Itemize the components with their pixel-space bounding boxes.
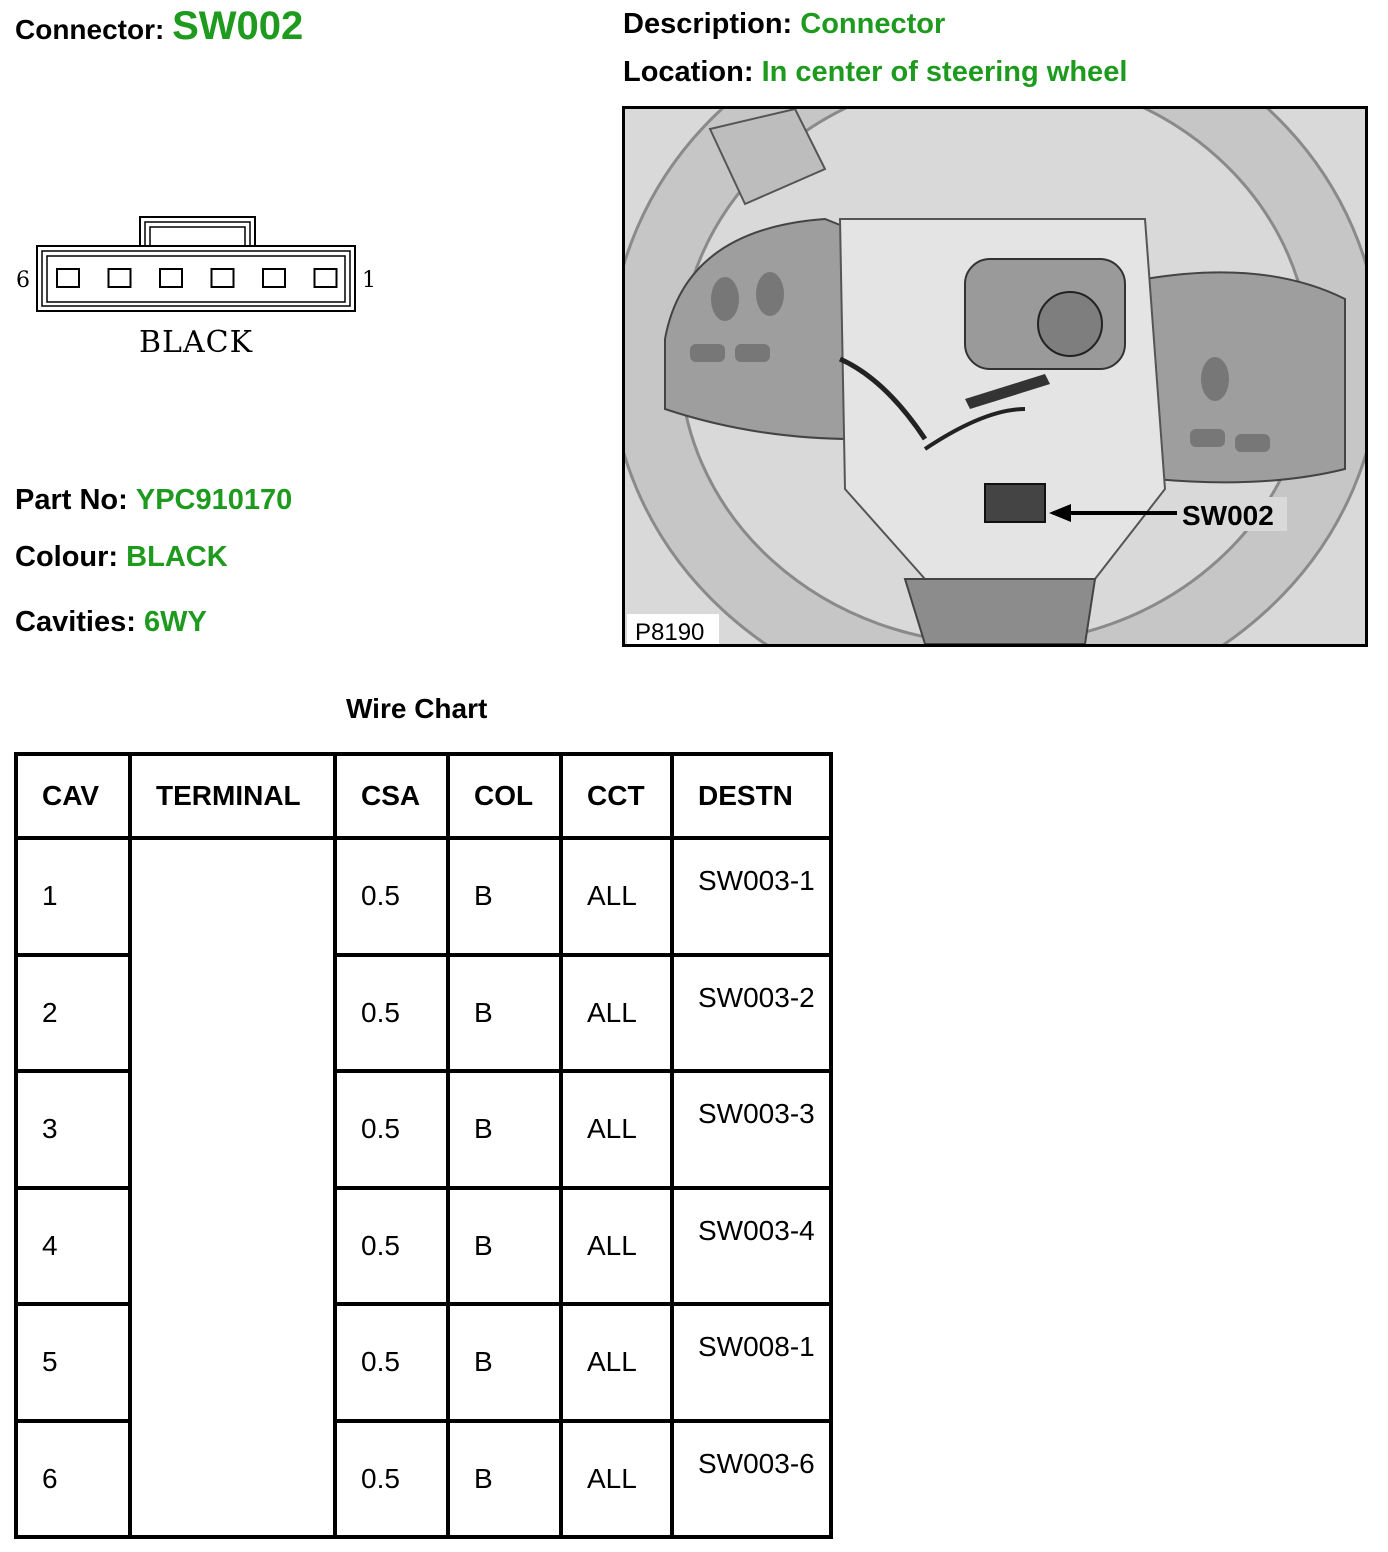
photo-reference-label: P8190 (635, 619, 704, 644)
cell-cct: ALL (559, 1302, 674, 1423)
wire-chart-title: Wire Chart (346, 693, 488, 724)
cell-col: B (446, 1185, 563, 1306)
header-csa: CSA (333, 752, 450, 840)
table-header-row: CAV TERMINAL CSA COL CCT DESTN (14, 752, 833, 840)
location-label: Location: (623, 56, 754, 88)
cavity-2 (262, 268, 286, 288)
cavity-row (56, 268, 338, 288)
cell-csa: 0.5 (333, 952, 450, 1073)
cell-csa: 0.5 (333, 1185, 450, 1306)
cell-cav: 3 (14, 1069, 132, 1190)
cell-cct: ALL (559, 836, 674, 957)
cavities-label: Cavities: (15, 606, 136, 638)
colour-field: Colour: BLACK (15, 541, 228, 574)
cell-col: B (446, 1069, 563, 1190)
location-value: In center of steering wheel (761, 56, 1128, 88)
cavities-value: 6WY (143, 606, 207, 638)
cell-col: B (446, 1418, 563, 1539)
description-label: Description: (623, 8, 793, 40)
cell-cav: 1 (14, 836, 132, 957)
cell-destn: SW003-1 (670, 836, 833, 957)
cell-col: B (446, 952, 563, 1073)
cavity-6 (56, 268, 80, 288)
cell-col: B (446, 836, 563, 957)
cavity-5 (107, 268, 132, 288)
part-number-field: Part No: YPC910170 (15, 484, 292, 517)
pin-6-label: 6 (16, 268, 30, 293)
colour-value: BLACK (126, 541, 228, 573)
cavity-3 (210, 268, 235, 288)
cell-terminal (128, 836, 337, 1539)
cell-cav: 2 (14, 952, 132, 1073)
connector-colour-text: BLACK (139, 325, 253, 360)
cell-cav: 4 (14, 1185, 132, 1306)
cell-destn: SW003-4 (670, 1185, 833, 1306)
cell-col: B (446, 1302, 563, 1423)
location-photo: SW002 P8190 (622, 106, 1368, 647)
description-field: Description: Connector (623, 8, 945, 41)
description-value: Connector (800, 8, 946, 40)
header-destn: DESTN (670, 752, 833, 840)
cell-destn: SW003-3 (670, 1069, 833, 1190)
cavity-1 (313, 268, 338, 288)
cell-cav: 5 (14, 1302, 132, 1423)
header-cct: CCT (559, 752, 674, 840)
connector-field: Connector: SW002 (15, 4, 303, 49)
cavities-field: Cavities: 6WY (15, 606, 207, 639)
header-cav: CAV (14, 752, 132, 840)
pin-1-label: 1 (362, 268, 376, 293)
part-number-label: Part No: (15, 484, 128, 516)
cell-cct: ALL (559, 952, 674, 1073)
cell-cct: ALL (559, 1069, 674, 1190)
cell-csa: 0.5 (333, 1418, 450, 1539)
cell-csa: 0.5 (333, 836, 450, 957)
cavity-4 (159, 268, 183, 288)
colour-label: Colour: (15, 541, 119, 573)
cell-csa: 0.5 (333, 1302, 450, 1423)
header-col: COL (446, 752, 563, 840)
cell-destn: SW003-6 (670, 1418, 833, 1539)
cell-destn: SW003-2 (670, 952, 833, 1073)
connector-label: Connector: (15, 14, 165, 45)
header-terminal: TERMINAL (128, 752, 337, 840)
part-number-value: YPC910170 (135, 484, 293, 516)
connector-face-diagram: 6 1 BLACK (12, 210, 392, 375)
cell-cct: ALL (559, 1418, 674, 1539)
cell-destn: SW008-1 (670, 1302, 833, 1423)
cell-csa: 0.5 (333, 1069, 450, 1190)
photo-callout-label: SW002 (1182, 500, 1274, 531)
cell-cav: 6 (14, 1418, 132, 1539)
connector-id: SW002 (172, 4, 304, 48)
cell-cct: ALL (559, 1185, 674, 1306)
location-field: Location: In center of steering wheel (623, 56, 1127, 89)
